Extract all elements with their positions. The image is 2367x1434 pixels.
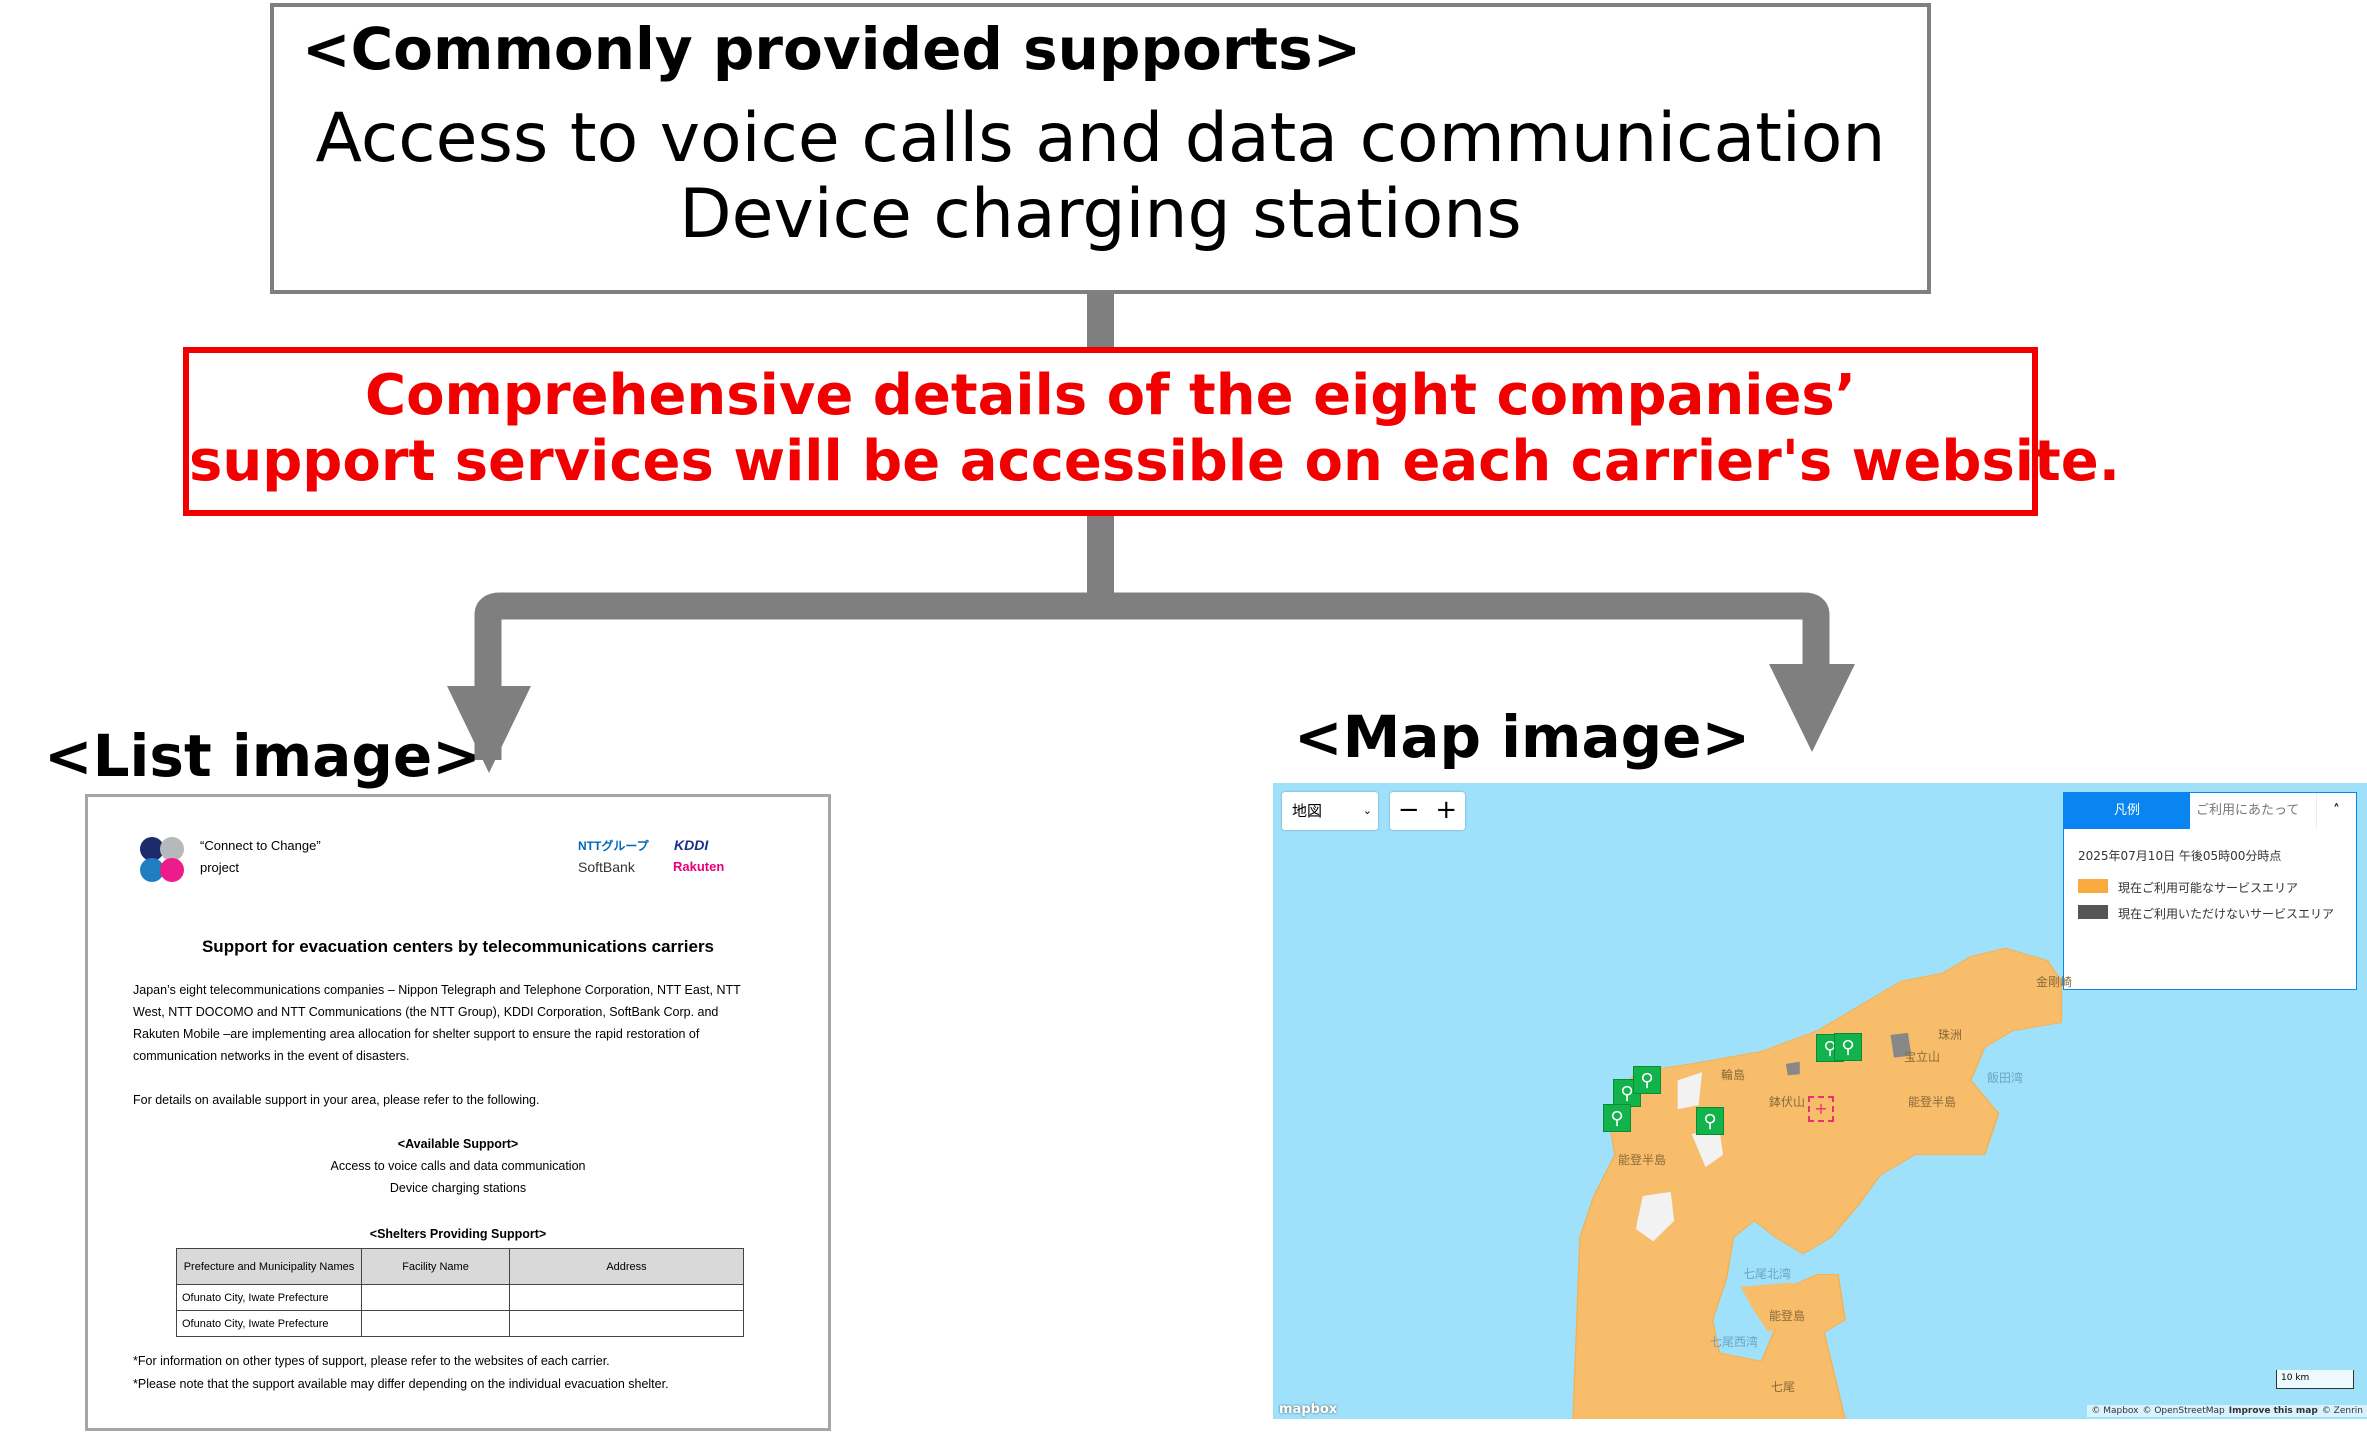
zoom-controls: − + xyxy=(1390,792,1465,830)
note-line: *Please note that the support available … xyxy=(133,1377,669,1391)
water-label: 七尾西湾 xyxy=(1710,1335,1759,1349)
shelter-marker-antenna-icon[interactable]: ⚲ xyxy=(1696,1107,1724,1135)
zoom-out-button[interactable]: − xyxy=(1397,795,1420,825)
location-crosshair-icon: + xyxy=(1808,1096,1834,1122)
place-label: 能登島 xyxy=(1769,1309,1806,1323)
map-layer-select[interactable]: 地図 ⌄ xyxy=(1282,792,1378,830)
doc-title: Support for evacuation centers by teleco… xyxy=(201,937,715,956)
zoom-in-button[interactable]: + xyxy=(1435,795,1458,825)
place-label: 能登半島 xyxy=(1618,1153,1667,1167)
place-label: 七尾 xyxy=(1771,1380,1796,1394)
available-item: Access to voice calls and data communica… xyxy=(330,1159,586,1173)
shelter-marker-antenna-icon[interactable]: ⚲ xyxy=(1603,1104,1631,1132)
table-row: Ofunato City, Iwate Prefecture xyxy=(176,1284,744,1311)
place-label: 金剛崎 xyxy=(2036,975,2073,989)
shelter-marker-antenna-icon[interactable]: ⚲ xyxy=(1633,1066,1661,1094)
scale-bar: 10 km xyxy=(2276,1370,2354,1389)
column-header: Facility Name xyxy=(361,1248,510,1285)
kddi-logo: KDDI xyxy=(674,837,709,853)
map-attribution: © Mapbox © OpenStreetMap Improve this ma… xyxy=(2087,1405,2367,1417)
available-item: Device charging stations xyxy=(389,1181,527,1195)
place-label: 輪島 xyxy=(1721,1068,1746,1082)
softbank-logo: SoftBank xyxy=(578,859,635,875)
unavailable-swatch xyxy=(2078,905,2108,919)
service-area-map[interactable]: 地図 ⌄ − + 凡例 ご利用にあたって ˄ 2025年07月10日 午後05時… xyxy=(1273,783,2367,1419)
municipality-cell: Ofunato City, Iwate Prefecture xyxy=(176,1284,362,1311)
map-image-label: <Map image> xyxy=(1294,703,1751,771)
column-header: Address xyxy=(509,1248,744,1285)
available-swatch xyxy=(2078,879,2108,893)
support-item: Access to voice calls and data communica… xyxy=(315,99,1886,178)
notice-line: support services will be accessible on e… xyxy=(189,429,2121,494)
note-line: *For information on other types of suppo… xyxy=(133,1354,610,1368)
arrow-down-icon xyxy=(1769,664,1855,752)
water-label: 飯田湾 xyxy=(1987,1071,2024,1085)
address-cell xyxy=(509,1310,744,1337)
legend-item: 現在ご利用可能なサービスエリア xyxy=(2078,879,2298,896)
ntt-logo: NTTグループ xyxy=(578,839,649,853)
notice-line: Comprehensive details of the eight compa… xyxy=(364,363,1857,428)
facility-cell xyxy=(361,1284,510,1311)
attribution-link[interactable]: © Zenrin xyxy=(2321,1406,2363,1416)
map-layer-value: 地図 xyxy=(1292,802,1323,820)
legend-tabs: 凡例 ご利用にあたって ˄ xyxy=(2064,793,2356,829)
logo-text: project xyxy=(200,860,240,875)
tab-legend[interactable]: 凡例 xyxy=(2064,793,2190,829)
carrier-website-notice: Comprehensive details of the eight compa… xyxy=(183,347,2121,516)
list-image-document: “Connect to Change” project NTTグループ KDDI… xyxy=(85,794,831,1431)
body-line: Japan’s eight telecommunications compani… xyxy=(133,983,741,997)
branch-arrows xyxy=(447,592,1855,773)
legend-panel: 凡例 ご利用にあたって ˄ 2025年07月10日 午後05時00分時点 現在ご… xyxy=(2063,792,2357,990)
legend-label: 現在ご利用いただけないサービスエリア xyxy=(2118,907,2335,921)
available-heading: <Available Support> xyxy=(397,1137,519,1151)
logo-text: “Connect to Change” xyxy=(200,838,321,853)
chevron-down-icon: ⌄ xyxy=(1362,804,1372,817)
place-label: 鉢伏山 xyxy=(1769,1095,1806,1109)
shelter-marker-antenna-icon[interactable]: ⚲ xyxy=(1834,1033,1862,1061)
place-label: 宝立山 xyxy=(1904,1050,1941,1064)
shelters-heading: <Shelters Providing Support> xyxy=(369,1227,547,1241)
arrow-down-icon xyxy=(447,686,531,773)
shelters-table: Prefecture and Municipality Names Facili… xyxy=(176,1248,744,1337)
legend-timestamp: 2025年07月10日 午後05時00分時点 xyxy=(2078,849,2282,863)
body-line: West, NTT DOCOMO and NTT Communications … xyxy=(133,1005,719,1019)
connect-to-change-logo xyxy=(140,837,184,882)
list-image-label: <List image> xyxy=(44,722,481,790)
body-line: communication networks in the event of d… xyxy=(133,1049,410,1063)
improve-map-link[interactable]: Improve this map xyxy=(2228,1406,2318,1416)
legend-label: 現在ご利用可能なサービスエリア xyxy=(2118,881,2299,895)
support-item: Device charging stations xyxy=(679,175,1522,254)
place-label: 能登半島 xyxy=(1908,1095,1957,1109)
attribution-link[interactable]: © Mapbox xyxy=(2091,1406,2139,1416)
tab-usage-notes[interactable]: ご利用にあたって xyxy=(2190,793,2317,829)
attribution-link[interactable]: © OpenStreetMap xyxy=(2142,1406,2225,1416)
noto-peninsula-land xyxy=(1572,947,2063,1419)
facility-cell xyxy=(361,1310,510,1337)
mapbox-logo: mapbox xyxy=(1279,1402,1338,1417)
refer-line: For details on available support in your… xyxy=(133,1093,540,1107)
place-label: 珠洲 xyxy=(1938,1028,1963,1042)
column-header: Prefecture and Municipality Names xyxy=(176,1248,362,1285)
municipality-cell: Ofunato City, Iwate Prefecture xyxy=(176,1310,362,1337)
water-label: 七尾北湾 xyxy=(1743,1267,1792,1281)
common-supports-box: <Commonly provided supports> Access to v… xyxy=(270,3,1931,294)
address-cell xyxy=(509,1284,744,1311)
table-row: Ofunato City, Iwate Prefecture xyxy=(176,1310,744,1337)
rakuten-logo: Rakuten xyxy=(673,859,725,874)
legend-item: 現在ご利用いただけないサービスエリア xyxy=(2078,905,2348,922)
collapse-legend-button[interactable]: ˄ xyxy=(2333,803,2340,818)
body-line: Rakuten Mobile –are implementing area al… xyxy=(133,1027,700,1041)
connector-line xyxy=(1087,294,1114,349)
common-supports-title: <Commonly provided supports> xyxy=(302,15,1362,83)
